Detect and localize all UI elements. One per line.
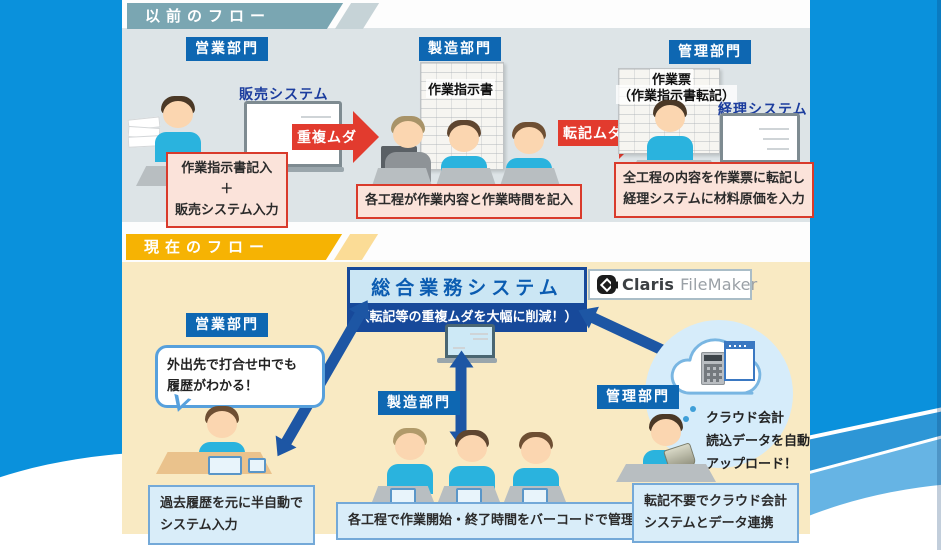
speech-bubble-line1: 外出先で打合せ中でも xyxy=(167,358,298,373)
claris-logo-icon xyxy=(597,275,616,294)
dept-box-manufacturing-old-label: 製造部門 xyxy=(428,41,492,57)
desk-manufacturing-old-3 xyxy=(500,168,560,186)
banner-new-flow-label: 現在のフロー xyxy=(144,238,271,256)
note-sales-old: 作業指示書記入 ＋ 販売システム入力 xyxy=(166,152,288,229)
dept-box-sales-new: 営業部門 xyxy=(186,313,268,338)
note-manufacturing-new-text: 各工程で作業開始・終了時間をバーコードで管理 xyxy=(348,513,635,528)
claris-product: FileMaker xyxy=(680,275,758,294)
cloud-upload-note-line2: 読込データを自動 xyxy=(706,433,811,449)
dept-box-manufacturing-old: 製造部門 xyxy=(419,37,501,62)
note-admin-old: 全工程の内容を作業票に転記し 経理システムに材料原価を入力 xyxy=(614,162,815,218)
note-admin-new-line2: システムとデータ連携 xyxy=(644,516,774,532)
work-ticket-label: 作業票 xyxy=(650,69,694,88)
speech-bubble-sales: 外出先で打合せ中でも 履歴がわかる！ xyxy=(155,345,325,408)
claris-filemaker-badge: Claris FileMaker xyxy=(588,269,757,300)
dept-box-sales-old-label: 営業部門 xyxy=(195,41,259,57)
calculator-icon xyxy=(701,352,725,385)
note-sales-new-line2: システム入力 xyxy=(160,518,238,534)
desk-admin-new xyxy=(616,464,716,482)
background-edge-shadow xyxy=(937,0,941,550)
person-admin-old-illustration xyxy=(644,100,696,166)
ledger-document-icon xyxy=(724,341,755,381)
note-sales-old-line2: ＋ xyxy=(220,181,234,197)
work-instruction-doc-label: 作業指示書 xyxy=(426,79,496,98)
tablet-illustration xyxy=(208,456,242,475)
person-manufacturing-new-1-illustration xyxy=(384,428,436,494)
note-sales-old-line3: 販売システム入力 xyxy=(175,202,279,218)
banner-old-flow: 以前のフロー xyxy=(127,3,325,29)
transcription-waste-label: 転記ムダ xyxy=(558,120,628,146)
integrated-system-subtitle: （転記等の重複ムダを大幅に削減！） xyxy=(356,310,578,325)
note-manufacturing-old-text: 各工程が作業内容と作業時間を記入 xyxy=(365,193,574,208)
cloud-upload-note-line1: クラウド会計 xyxy=(706,411,785,426)
sales-system-label: 販売システム xyxy=(239,87,329,103)
red-arrow-duplicate-waste: 重複ムダ xyxy=(292,111,379,163)
dept-box-admin-old: 管理部門 xyxy=(669,40,751,65)
upload-dot xyxy=(690,406,696,412)
phone-illustration xyxy=(248,458,266,473)
dept-box-manufacturing-new-label: 製造部門 xyxy=(387,395,451,411)
dept-box-sales-new-label: 営業部門 xyxy=(195,317,259,333)
note-manufacturing-old: 各工程が作業内容と作業時間を記入 xyxy=(356,184,583,219)
banner-old-flow-label: 以前のフロー xyxy=(145,7,272,25)
dept-box-manufacturing-new: 製造部門 xyxy=(378,391,460,416)
arrow-system-to-cloud xyxy=(589,312,669,357)
dept-box-admin-new-label: 管理部門 xyxy=(606,389,670,405)
cloud-upload-note: クラウド会計 読込データを自動 アップロード！ xyxy=(706,408,810,476)
desk-manufacturing-old-2 xyxy=(436,168,496,186)
note-admin-new-line1: 転記不要でクラウド会計 xyxy=(644,494,788,509)
dept-box-admin-old-label: 管理部門 xyxy=(678,44,742,60)
integrated-system-box: 総合業務システム （転記等の重複ムダを大幅に削減！） xyxy=(347,267,587,332)
note-admin-old-line2: 経理システムに材料原価を入力 xyxy=(623,191,805,207)
desk-manufacturing-old-1 xyxy=(372,168,432,186)
note-manufacturing-new: 各工程で作業開始・終了時間をバーコードで管理 xyxy=(336,502,647,541)
note-sales-new: 過去履歴を元に半自動で システム入力 xyxy=(148,485,316,546)
dept-box-admin-new: 管理部門 xyxy=(597,385,679,410)
speech-bubble-line2: 履歴がわかる！ xyxy=(167,379,259,395)
integrated-system-title: 総合業務システム xyxy=(350,270,584,303)
accounting-system-laptop-illustration xyxy=(712,113,802,168)
banner-new-flow: 現在のフロー xyxy=(126,234,324,260)
upload-dot xyxy=(683,416,689,422)
dept-box-sales-old: 営業部門 xyxy=(186,37,268,62)
note-admin-new: 転記不要でクラウド会計 システムとデータ連携 xyxy=(632,483,800,544)
duplicate-waste-label: 重複ムダ xyxy=(292,124,362,150)
note-sales-old-line1: 作業指示書記入 xyxy=(181,161,273,176)
note-sales-new-line1: 過去履歴を元に半自動で xyxy=(160,496,304,511)
work-ticket-sublabel: （作業指示書転記） xyxy=(616,85,738,104)
claris-name: Claris xyxy=(622,275,675,294)
note-admin-old-line1: 全工程の内容を作業票に転記し xyxy=(623,171,806,186)
cloud-upload-note-line3: アップロード！ xyxy=(706,456,798,472)
